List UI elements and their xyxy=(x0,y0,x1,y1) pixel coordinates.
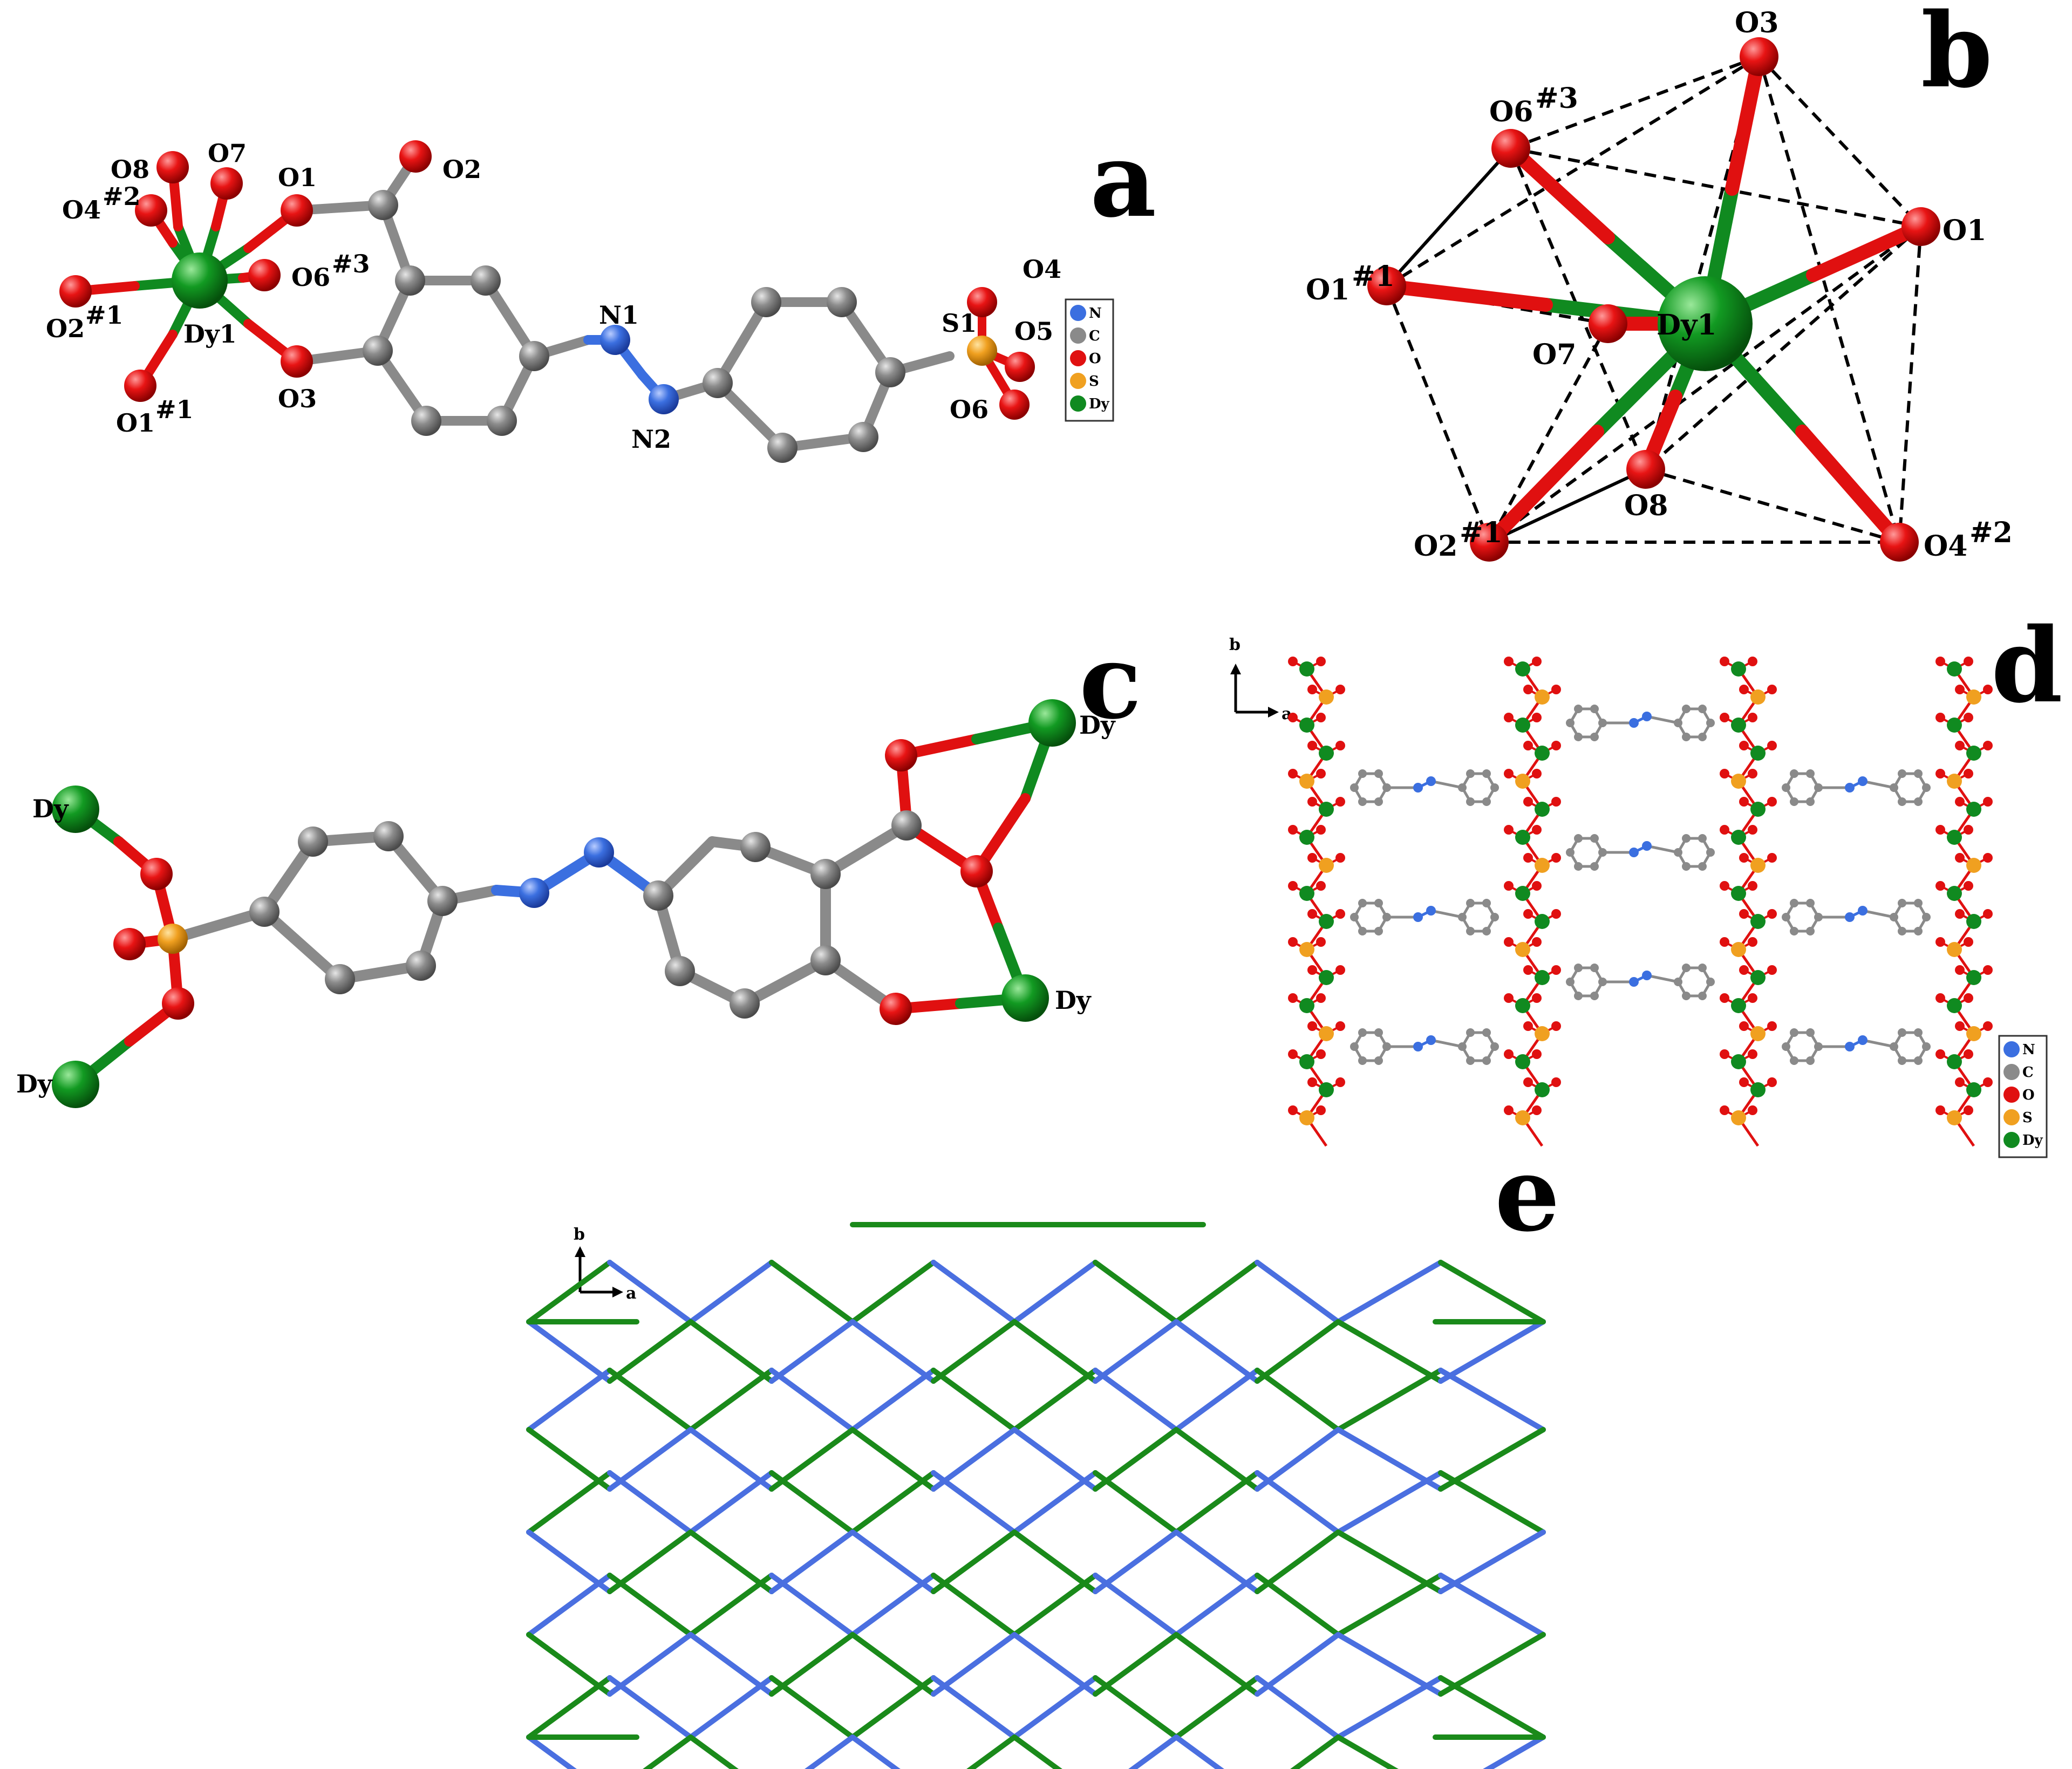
label-b-o2-1: O2 xyxy=(1414,530,1457,563)
panel-d: d b a xyxy=(1229,605,2063,1158)
label-b-o2-1-sup: #1 xyxy=(1460,516,1503,549)
label-b-o8: O8 xyxy=(1624,489,1668,522)
label-a-n1: N1 xyxy=(599,300,639,330)
label-c-dy-top-right: Dy xyxy=(1079,711,1116,740)
legend-d-label-o: O xyxy=(2022,1087,2035,1103)
legend-a-label-c: C xyxy=(1089,328,1100,344)
label-a-o6-3: O6 xyxy=(291,263,330,292)
legend-d-swatch-dy xyxy=(2003,1132,2020,1148)
label-b-o6-3-sup: #3 xyxy=(1535,82,1578,115)
panel-c-labels: Dy Dy Dy Dy xyxy=(16,711,1116,1098)
legend-d-swatch-n xyxy=(2003,1041,2020,1057)
panel-e-letter: e xyxy=(1495,1134,1560,1254)
label-a-o2-1: O2 xyxy=(46,314,85,343)
panel-d-axes: b a xyxy=(1229,636,1292,723)
legend-a-label-o: O xyxy=(1089,351,1101,367)
panel-c-atoms xyxy=(52,699,1076,1108)
panel-e: e b a xyxy=(526,1134,1560,1769)
axis-e-b: b xyxy=(574,1225,585,1244)
label-a-o2: O2 xyxy=(442,155,481,184)
panel-b: b xyxy=(1306,0,2013,563)
label-a-o1-1: O1 xyxy=(116,408,155,438)
legend-d-swatch-c xyxy=(2003,1064,2020,1080)
label-a-o6-3-sup: #3 xyxy=(332,249,370,278)
label-a-o7: O7 xyxy=(208,139,247,168)
panel-d-framework xyxy=(1288,657,1993,1147)
legend-a-label-n: N xyxy=(1089,305,1102,322)
label-b-o7: O7 xyxy=(1532,338,1576,371)
panel-a-letter: a xyxy=(1090,120,1156,240)
panel-a-labels: O8 O7 O1 O2 O4 #2 O6 #3 O2 #1 Dy1 O1 #1 … xyxy=(46,139,1061,454)
label-b-o1-1-sup: #1 xyxy=(1352,260,1395,293)
label-a-o8: O8 xyxy=(111,155,149,184)
panel-e-axes: b a xyxy=(574,1225,636,1303)
panel-c: c xyxy=(16,621,1142,1108)
legend-a-swatch-dy xyxy=(1070,395,1086,412)
legend-a-label-dy: Dy xyxy=(1089,396,1110,412)
legend-d-label-s: S xyxy=(2022,1110,2033,1126)
label-c-dy-bottom-right: Dy xyxy=(1055,986,1092,1015)
label-a-o4: O4 xyxy=(1023,255,1061,284)
axis-e-a: a xyxy=(626,1284,636,1303)
label-a-o5: O5 xyxy=(1014,317,1053,346)
label-a-dy1: Dy1 xyxy=(183,319,237,349)
label-a-o6: O6 xyxy=(950,395,989,424)
label-b-dy1: Dy1 xyxy=(1657,309,1717,341)
label-a-o3: O3 xyxy=(278,384,317,413)
legend-d-label-dy: Dy xyxy=(2022,1132,2043,1149)
legend-a-swatch-n xyxy=(1070,305,1086,321)
legend-d-swatch-o xyxy=(2003,1087,2020,1103)
label-a-o4-2-sup: #2 xyxy=(103,182,141,211)
label-b-o4-2-sup: #2 xyxy=(1969,516,2013,549)
label-a-n2: N2 xyxy=(631,425,671,454)
panel-c-bonds xyxy=(70,718,1058,1090)
panel-a: a xyxy=(46,120,1156,463)
legend-d-swatch-s xyxy=(2003,1109,2020,1125)
label-b-o6-3: O6 xyxy=(1489,95,1533,128)
panel-b-atoms xyxy=(1367,37,1940,562)
legend-d-label-c: C xyxy=(2022,1064,2034,1081)
legend-d-label-n: N xyxy=(2022,1042,2035,1058)
legend-a-label-s: S xyxy=(1089,373,1099,390)
panel-b-labels: O3 O6 #3 O1 O1 #1 O7 Dy1 O8 O2 #1 O4 #2 xyxy=(1306,6,2013,563)
axis-d-b: b xyxy=(1229,636,1241,654)
label-b-o1: O1 xyxy=(1942,214,1986,247)
label-b-o3: O3 xyxy=(1735,6,1778,39)
panel-b-letter: b xyxy=(1921,0,1993,111)
legend-a-swatch-c xyxy=(1070,327,1086,344)
panel-d-letter: d xyxy=(1991,605,2063,726)
label-a-o1: O1 xyxy=(278,163,317,192)
legend-a-swatch-o xyxy=(1070,350,1086,366)
label-a-s1: S1 xyxy=(942,309,977,338)
label-c-dy-left-bottom: Dy xyxy=(16,1069,53,1098)
label-b-o4-2: O4 xyxy=(1924,530,1967,563)
panel-c-letter: c xyxy=(1079,621,1142,742)
label-a-o2-1-sup: #1 xyxy=(85,300,124,330)
label-c-dy-left-top: Dy xyxy=(32,794,69,823)
panel-a-atoms xyxy=(59,140,1035,463)
panel-e-topological-net xyxy=(526,1222,1546,1769)
label-a-o1-1-sup: #1 xyxy=(155,395,194,424)
label-a-o4-2: O4 xyxy=(62,195,101,224)
legend-a-swatch-s xyxy=(1070,373,1086,389)
label-b-o1-1: O1 xyxy=(1306,274,1349,306)
